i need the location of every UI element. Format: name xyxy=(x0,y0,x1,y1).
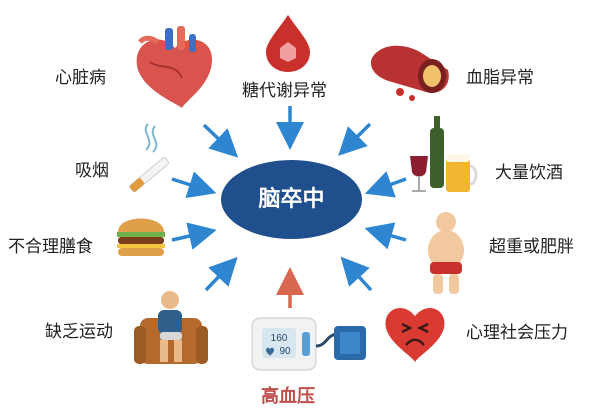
label-alcohol: 大量饮酒 xyxy=(495,163,563,183)
arrow-lipid xyxy=(338,122,372,156)
blood-drop-icon xyxy=(266,15,310,72)
label-dyslipidemia: 血脂异常 xyxy=(466,68,534,88)
arrow-exercise xyxy=(204,256,238,292)
bp-monitor-icon: 160 90 xyxy=(251,317,366,371)
arrow-smoking xyxy=(171,171,217,199)
arrow-heart xyxy=(202,123,239,158)
arrow-obesity xyxy=(364,222,407,250)
arrow-stress xyxy=(340,256,373,292)
couch-person-icon xyxy=(134,291,208,364)
arrows xyxy=(171,106,407,292)
arrow-alcohol xyxy=(364,171,407,198)
label-psych-stress: 心理社会压力 xyxy=(466,323,568,343)
label-obesity: 超重或肥胖 xyxy=(489,237,574,257)
burger-icon xyxy=(117,218,165,256)
blood-vessel-icon xyxy=(370,45,449,101)
label-unhealthy-diet: 不合理膳食 xyxy=(8,237,93,257)
bp-systolic: 160 xyxy=(271,333,288,344)
heart-icon xyxy=(136,26,213,108)
label-heart-disease: 心脏病 xyxy=(55,68,106,88)
sad-heart-icon xyxy=(385,307,445,362)
bp-diastolic: 90 xyxy=(279,346,291,357)
cigarette-icon xyxy=(129,123,170,193)
label-diabetes: 糖代谢异常 xyxy=(242,81,327,101)
obese-person-icon xyxy=(428,212,464,294)
stroke-center-node xyxy=(221,160,362,239)
label-lack-exercise: 缺乏运动 xyxy=(45,322,113,342)
wine-beer-icon xyxy=(410,116,478,192)
center-label: 脑卒中 xyxy=(258,187,325,212)
label-hypertension: 高血压 xyxy=(261,386,315,407)
arrow-diet xyxy=(171,222,217,250)
label-smoking: 吸烟 xyxy=(75,161,109,181)
